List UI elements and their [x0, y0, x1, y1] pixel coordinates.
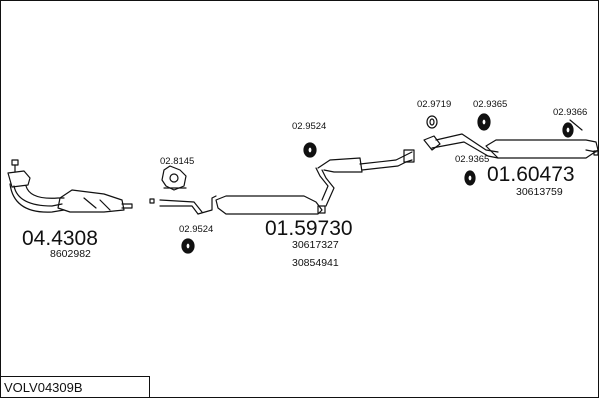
hanger-left-drawing — [181, 238, 195, 254]
ring-under-drawing — [464, 170, 476, 186]
rear-silencer-ref: 01.60473 — [487, 163, 575, 186]
hanger-rear-drawing — [562, 122, 574, 138]
clamp-fitting-drawing — [161, 165, 187, 191]
diagram-code: VOLV04309B — [4, 380, 83, 395]
ring-top-drawing — [426, 115, 438, 129]
fitting-label-ring-top: 02.9719 — [417, 99, 452, 110]
rear-silencer-drawing — [423, 119, 599, 159]
ring-top-right-drawing — [477, 113, 491, 131]
centre-silencer-oem-1: 30617327 — [292, 239, 339, 251]
front-pipe-ref: 04.4308 — [22, 227, 98, 250]
diagram-code-box: VOLV04309B — [0, 376, 150, 398]
fitting-label-hanger-rear: 02.9366 — [553, 107, 588, 118]
fitting-label-ring-under: 02.9365 — [455, 154, 490, 165]
front-pipe-oem: 8602982 — [50, 248, 91, 260]
fitting-label-hanger-center: 02.9524 — [292, 121, 327, 132]
centre-silencer-drawing — [149, 149, 415, 215]
fitting-label-ring-top-right: 02.9365 — [473, 99, 508, 110]
hanger-center-drawing — [303, 142, 317, 158]
fitting-label-clamp: 02.8145 — [160, 156, 195, 167]
front-pipe-drawing — [7, 159, 133, 213]
centre-silencer-oem-2: 30854941 — [292, 257, 339, 269]
rear-silencer-oem: 30613759 — [516, 186, 563, 198]
centre-silencer-ref: 01.59730 — [265, 217, 353, 240]
fitting-label-hanger-left: 02.9524 — [179, 224, 214, 235]
